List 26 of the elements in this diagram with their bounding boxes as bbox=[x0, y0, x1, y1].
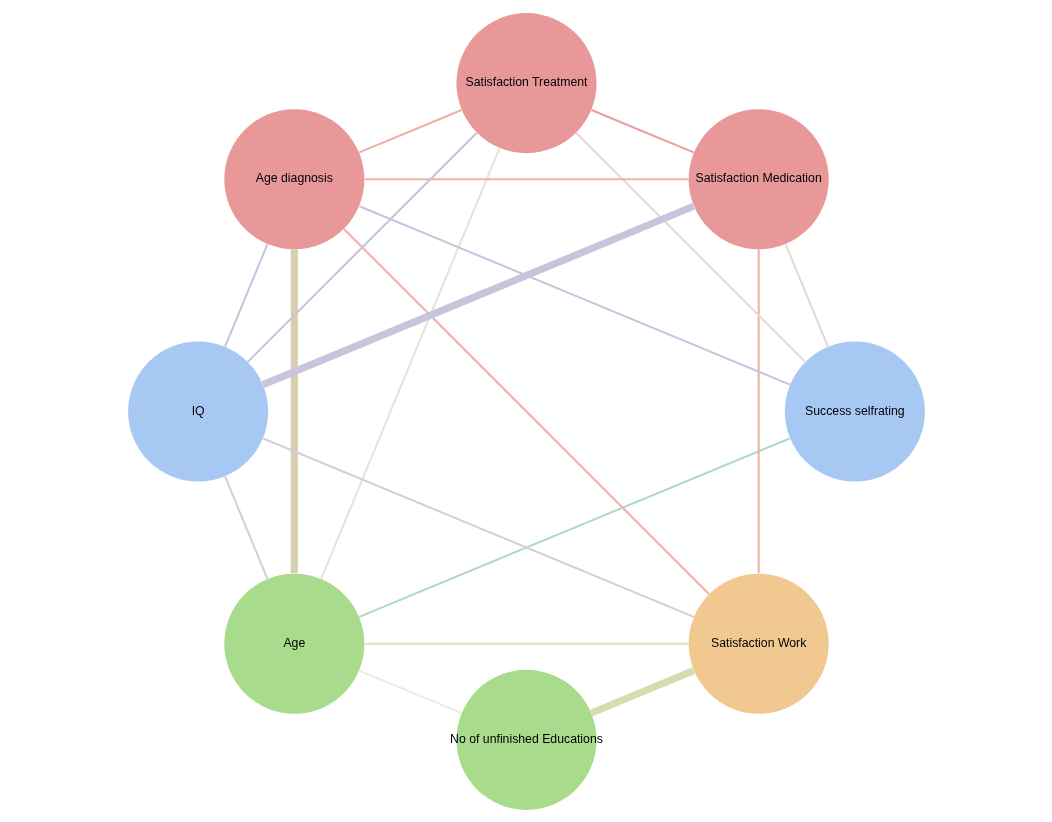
node-circle: Satisfaction Medication bbox=[688, 108, 829, 249]
connector bbox=[757, 248, 760, 573]
node-circle: Satisfaction Treatment bbox=[455, 12, 597, 153]
connector bbox=[358, 669, 462, 714]
node-circle: Success selfrating bbox=[784, 340, 925, 482]
node-circle: Age diagnosis bbox=[223, 108, 364, 249]
connector bbox=[246, 131, 477, 363]
connector bbox=[364, 177, 689, 180]
connector bbox=[358, 437, 790, 618]
connector bbox=[342, 227, 710, 595]
connector bbox=[358, 108, 462, 153]
connector bbox=[358, 204, 790, 386]
node-circle: IQ bbox=[127, 340, 268, 482]
connector bbox=[319, 147, 500, 579]
node-circle: Satisfaction Work bbox=[688, 573, 829, 714]
connector bbox=[261, 202, 695, 388]
connector bbox=[364, 642, 689, 645]
connector bbox=[590, 108, 694, 153]
node-circle: Age bbox=[223, 573, 364, 714]
connector bbox=[589, 666, 695, 716]
connector bbox=[223, 475, 268, 579]
connector bbox=[290, 248, 298, 573]
connector bbox=[223, 243, 268, 347]
connector bbox=[784, 243, 829, 347]
connector bbox=[262, 437, 694, 618]
connector bbox=[574, 131, 806, 362]
